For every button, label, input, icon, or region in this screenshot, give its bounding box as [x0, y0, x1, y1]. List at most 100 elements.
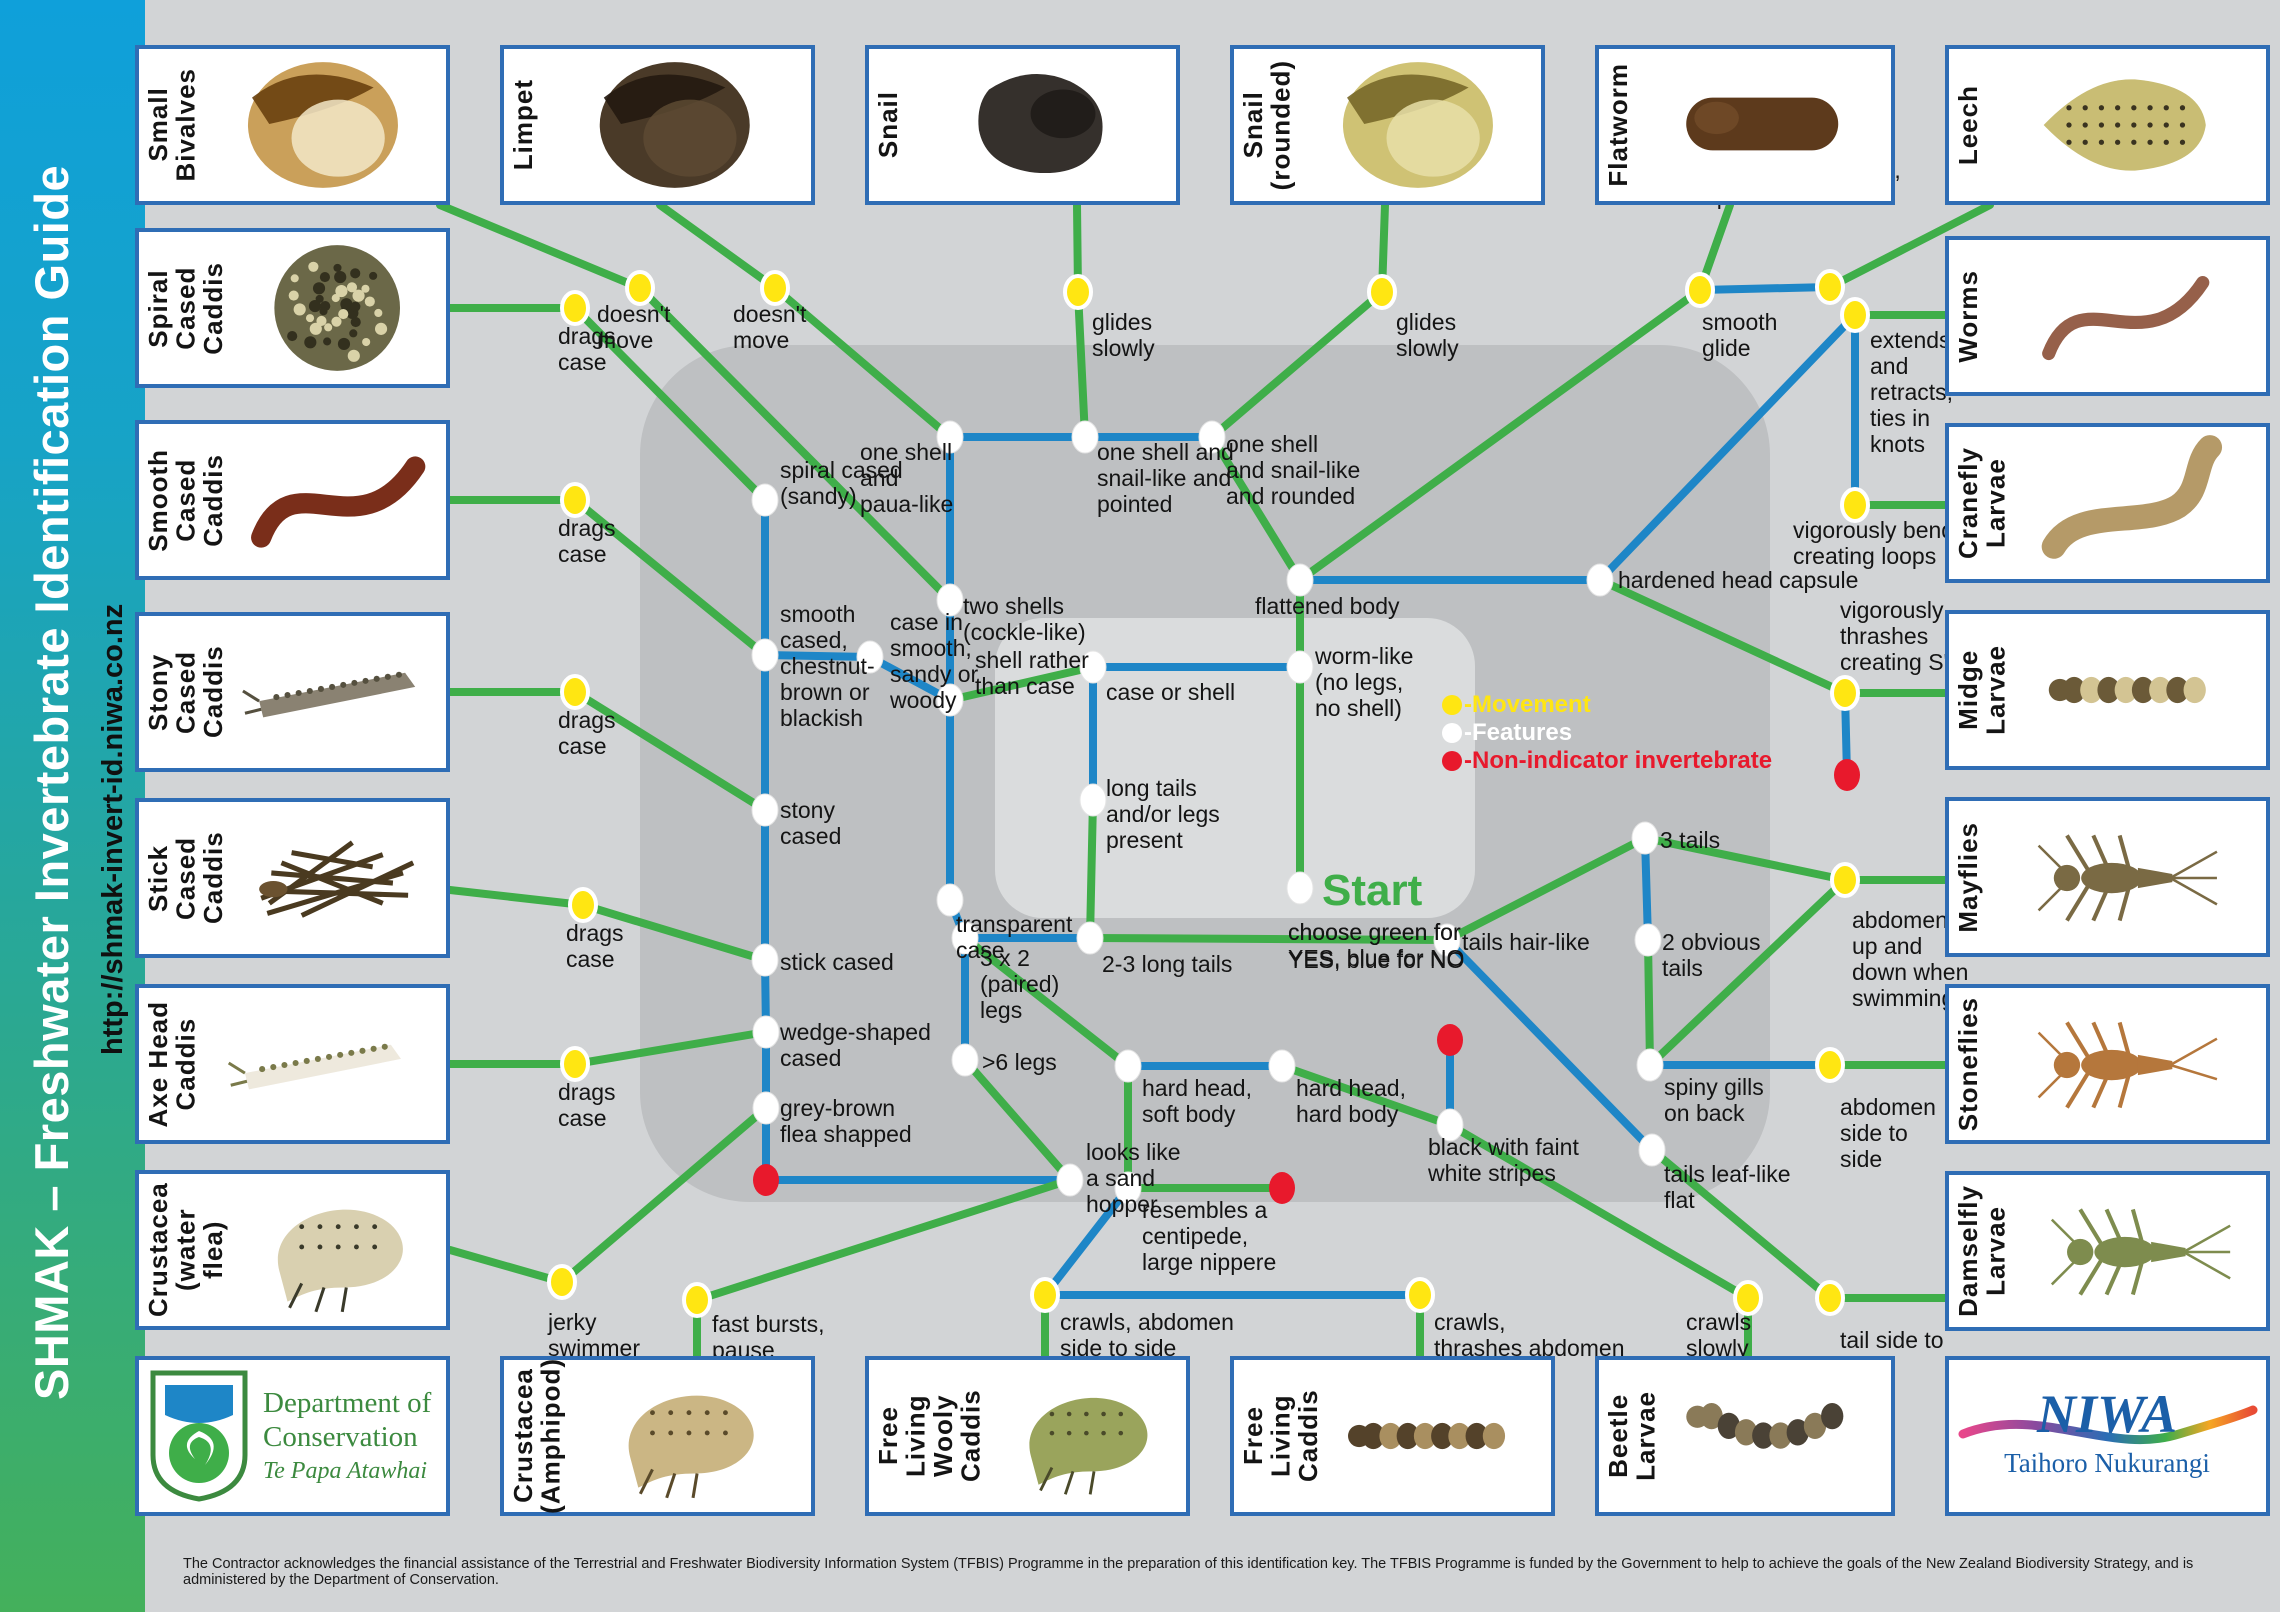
species-photo [565, 1360, 811, 1512]
node-feature [1638, 1133, 1666, 1167]
edge-yes [1208, 288, 1386, 441]
species-box-smooth-caddis: Smooth Cased Caddis [135, 420, 450, 580]
species-box-small-bivalves: Small Bivalves [135, 45, 450, 205]
flow-label: flattened body [1255, 593, 1400, 619]
edge-no [761, 651, 874, 661]
edge-no [866, 653, 954, 704]
node-feature [1436, 1108, 1464, 1142]
node-feature [1076, 921, 1104, 955]
start-label: Start [1322, 866, 1423, 915]
node-movement [1685, 272, 1715, 308]
node-feature [1268, 1049, 1296, 1083]
species-label: Worms [1953, 269, 1983, 363]
node-non-indicator [1269, 1172, 1295, 1204]
species-photo [985, 1360, 1186, 1512]
flow-label: worm-like(no legs,no shell) [1314, 643, 1413, 721]
species-label: Stick Cased Caddis [143, 831, 229, 925]
species-label: Flatworm [1603, 63, 1633, 187]
species-photo [2010, 614, 2266, 766]
flow-label: spiral cased(sandy) [780, 457, 903, 509]
edge-yes [1644, 936, 1654, 1069]
niwa-title: NIWA [2036, 1384, 2177, 1444]
species-label: Limpet [508, 79, 538, 171]
species-box-leech: Leech [1945, 45, 2270, 205]
flow-label: 3 tails [1660, 827, 1720, 853]
species-label: Stoneflies [1953, 996, 1983, 1132]
node-feature [951, 1043, 979, 1077]
node-feature [951, 921, 979, 955]
node-feature [1286, 650, 1314, 684]
node-movement [560, 674, 590, 710]
species-box-beetle: Beetle Larvae [1595, 1356, 1895, 1516]
species-label: Stony Cased Caddis [143, 645, 229, 739]
doc-maori-name: Te Papa Atawhai [263, 1457, 428, 1484]
species-photo [1983, 801, 2266, 953]
edge-yes [1208, 433, 1304, 584]
node-movement [560, 482, 590, 518]
node-feature [1634, 923, 1662, 957]
edge-yes [1596, 576, 1849, 697]
species-box-axe-caddis: Axe Head Caddis [135, 984, 450, 1144]
species-box-limpet: Limpet [500, 45, 815, 205]
node-feature [751, 793, 779, 827]
species-box-damselfly: Damselfly Larvae [1945, 1171, 2270, 1331]
node-feature [1286, 871, 1314, 905]
species-label: Free Living Wooly Caddis [873, 1389, 986, 1483]
species-photo [1983, 240, 2266, 392]
node-movement [682, 1282, 712, 1318]
flow-label: case or shell [1106, 679, 1235, 705]
node-movement [547, 1264, 577, 1300]
flow-label: two shells(cockle-like) [963, 593, 1086, 645]
species-photo [1633, 49, 1891, 201]
species-label: Free Living Caddis [1238, 1389, 1324, 1483]
edge-yes [1086, 934, 1451, 944]
edge-yes [1446, 1121, 1752, 1302]
flow-label: hard head,hard body [1296, 1075, 1406, 1127]
node-feature [1636, 1048, 1664, 1082]
flow-label: hard head,soft body [1142, 1075, 1252, 1127]
flow-label: tails hair-like [1462, 929, 1590, 955]
node-movement [1840, 297, 1870, 333]
node-feature [1114, 1171, 1142, 1205]
node-feature [751, 943, 779, 977]
flow-label: 2-3 long tails [1102, 951, 1232, 977]
node-movement [1815, 1280, 1845, 1316]
flow-label: 3 x 2(paired)legs [980, 945, 1059, 1023]
species-label: Snail (rounded) [1238, 59, 1296, 191]
node-movement [568, 887, 598, 923]
species-photo [228, 1174, 446, 1326]
species-photo [228, 616, 446, 768]
node-feature [1056, 1163, 1084, 1197]
flow-label: >6 legs [982, 1049, 1057, 1075]
species-box-mayflies: Mayflies [1945, 797, 2270, 957]
edge-yes [1641, 834, 1849, 884]
species-label: Crustacea (Amphipod) [508, 1358, 566, 1514]
node-feature [1433, 923, 1461, 957]
node-feature [856, 640, 884, 674]
species-box-water-flea: Crustacea (water flea) [135, 1170, 450, 1330]
species-label: Axe Head Caddis [143, 1000, 201, 1128]
species-box-wooly-caddis: Free Living Wooly Caddis [865, 1356, 1190, 1516]
